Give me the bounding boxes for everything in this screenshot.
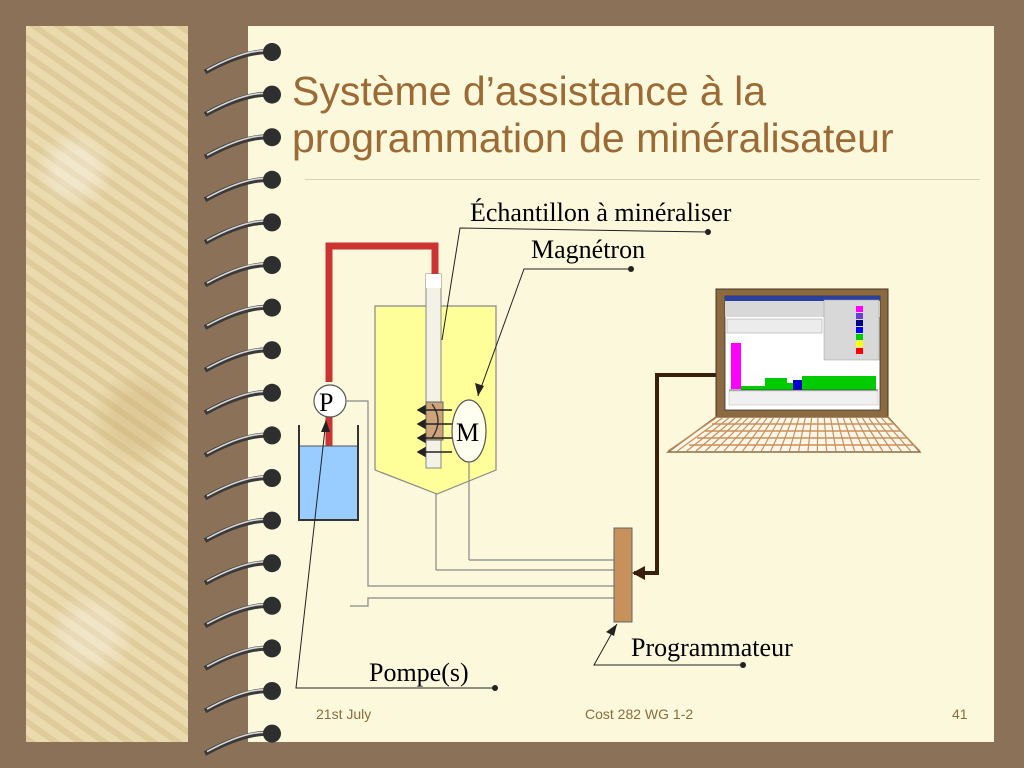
keyboard-key-column	[760, 417, 781, 452]
keyboard-key-column	[842, 417, 856, 452]
binding-hole	[263, 511, 281, 530]
red-feed-pipe	[325, 242, 439, 382]
footer-date: 21st July	[316, 706, 372, 722]
sample-chamber	[425, 401, 444, 441]
binding-hole	[263, 85, 281, 104]
binding-hole	[263, 682, 281, 700]
sample-coil	[431, 403, 439, 439]
laptop-computer	[665, 288, 922, 453]
keyboard-key-column	[667, 417, 717, 452]
textured-side-panel	[26, 26, 188, 742]
label-magnetron: Magnétron	[531, 235, 645, 264]
keyboard-key-column	[704, 417, 742, 452]
keyboard-key-column	[887, 417, 921, 452]
pump-callout-arrow	[321, 420, 330, 432]
keyboard-key-column	[742, 417, 768, 452]
sample-callout-dot	[705, 229, 711, 235]
keyboard-key-column	[751, 417, 774, 452]
title-divider	[305, 179, 980, 180]
binding-hole	[263, 213, 281, 232]
title-line-2: programmation de minéralisateur	[292, 115, 894, 161]
binding-hole	[263, 596, 281, 615]
data-link-connector	[634, 373, 725, 575]
pump-callout-line	[295, 419, 495, 689]
keyboard-key-column	[830, 417, 837, 452]
keyboard-key-column	[723, 417, 755, 452]
magnetron-letter: M	[456, 418, 479, 447]
keyboard-key-column	[868, 417, 893, 452]
programmer-callout-line	[593, 623, 743, 666]
keyboard-key-column	[816, 417, 819, 452]
binding-hole	[263, 469, 281, 487]
keyboard-key-column	[836, 417, 846, 452]
keyboard-key-column	[823, 417, 828, 452]
slide-title: Système d’assistance à la programmation …	[292, 68, 992, 162]
keyboard-key-column	[788, 417, 800, 452]
programmer-box	[613, 527, 633, 623]
keyboard-key-column	[881, 417, 912, 452]
keyboard-key-column	[807, 417, 813, 452]
binding-hole	[263, 554, 281, 573]
binding-hole	[263, 128, 281, 147]
pump-control-line-2	[350, 597, 614, 607]
footer-page-number: 41	[952, 706, 968, 722]
label-programmer: Programmateur	[631, 633, 793, 662]
binding-hole	[263, 298, 281, 317]
binding-hole	[263, 170, 281, 189]
binding-hole	[263, 639, 281, 658]
keyboard-key-column	[862, 417, 884, 452]
keyboard-key-column	[732, 417, 762, 452]
keyboard-key-column	[849, 417, 865, 452]
pump-letter: P	[319, 388, 333, 417]
label-pumps: Pompe(s)	[369, 658, 469, 687]
keyboard-key-column	[695, 417, 736, 452]
data-link-arrow-left	[632, 566, 645, 580]
keyboard-key-column	[686, 417, 730, 452]
footer-center-text: Cost 282 WG 1-2	[585, 706, 694, 722]
keyboard-key-column	[855, 417, 874, 452]
pump-callout-dot	[492, 685, 498, 691]
label-sample: Échantillon à minéraliser	[470, 198, 732, 227]
pump-control-line-1	[346, 400, 614, 587]
binding-hole	[263, 383, 281, 402]
keyboard-key-column	[714, 417, 749, 452]
keyboard-key-column	[770, 417, 787, 452]
pump-reservoir-liquid	[298, 445, 359, 521]
keyboard-key-column	[676, 417, 723, 452]
keyboard-key-column	[874, 417, 902, 452]
reservoir-walls	[298, 425, 359, 521]
binding-hole	[263, 426, 281, 445]
title-line-1: Système d’assistance à la	[292, 68, 767, 114]
sample-callout-line	[441, 227, 709, 341]
magnetron-callout-line	[477, 268, 631, 397]
magnetron-callout-arrow	[475, 383, 484, 396]
programmer-callout-dot	[740, 662, 746, 668]
keyboard-key-column	[798, 417, 806, 452]
keyboard-key-column	[779, 417, 794, 452]
binding-hole	[263, 43, 281, 61]
binding-hole	[263, 341, 281, 360]
microwave-arrows	[416, 404, 452, 458]
binding-hole	[263, 256, 281, 274]
magnetron-callout-dot	[628, 266, 634, 272]
programmer-callout-arrow	[606, 624, 617, 636]
binding-hole	[263, 724, 281, 743]
tube-red-cap	[426, 274, 441, 288]
